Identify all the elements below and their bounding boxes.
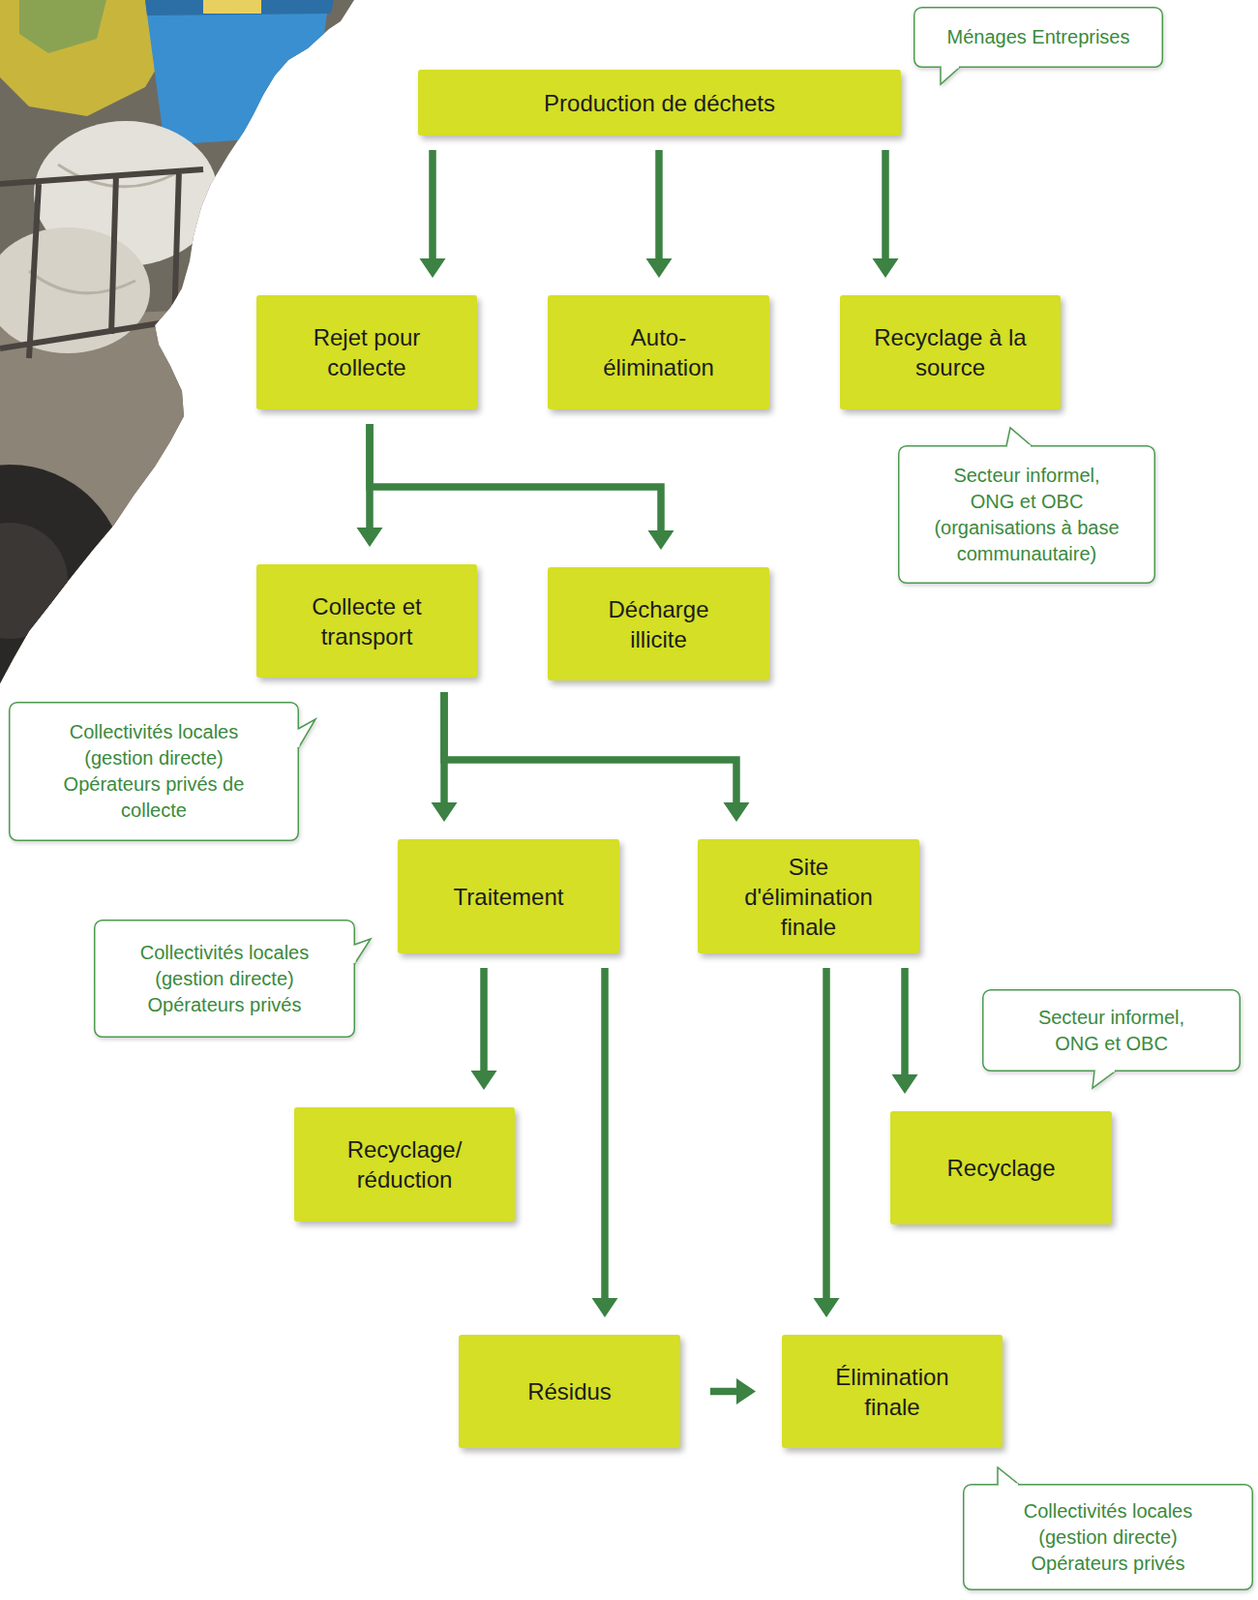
- process-box: Recyclage: [890, 1110, 1112, 1225]
- callout-tail: [1092, 1070, 1116, 1088]
- callout-tail: [354, 938, 371, 964]
- box-label: Décharge illicite: [586, 594, 732, 655]
- green-bag: [19, 0, 107, 54]
- callout-text: Collectivités locales (gestion directe): [996, 1497, 1220, 1551]
- process-box: Traitement: [397, 838, 620, 954]
- box-label: Élimination finale: [819, 1361, 965, 1422]
- box-label: Résidus: [527, 1376, 612, 1407]
- flow-arrow: [479, 967, 488, 1071]
- process-box: Résidus: [458, 1334, 681, 1448]
- flow-arrow: [900, 967, 909, 1075]
- callout-text: Ménages Entreprises: [947, 24, 1131, 51]
- callout-bubble: Collectivités locales (gestion directe)O…: [93, 919, 356, 1038]
- bin-item: [203, 0, 262, 14]
- callout-text: Collectivités locales (gestion directe): [32, 718, 275, 772]
- callout-tail-join: [1007, 444, 1031, 448]
- process-box: Auto-élimination: [547, 295, 770, 410]
- box-label: Recyclage/ réduction: [331, 1134, 478, 1195]
- process-box: Recyclage/ réduction: [294, 1107, 515, 1222]
- callout-text: Opérateurs privés: [1031, 1550, 1186, 1577]
- sack-fold: [29, 164, 175, 294]
- flow-arrow: [822, 967, 831, 1298]
- process-box: Collecte et transport: [256, 564, 478, 678]
- process-box: Décharge illicite: [547, 567, 770, 681]
- callout-border: [94, 920, 356, 1038]
- callout-tail: [940, 66, 960, 85]
- callout-bubble: Collectivités locales (gestion directe)O…: [8, 701, 300, 841]
- cart-tire: [0, 464, 126, 697]
- bin-rim: [145, 0, 334, 16]
- callout-outline: [982, 988, 1241, 1072]
- callout-tail-join: [297, 729, 300, 748]
- callout-border: [898, 446, 1156, 584]
- box-label: Site d'élimination finale: [728, 851, 889, 942]
- cart-frame: [0, 169, 204, 359]
- box-label: Recyclage à la source: [870, 322, 1031, 383]
- callout-border: [914, 7, 1164, 68]
- callout-text: Secteur informel, ONG et OBC: [1015, 1004, 1209, 1057]
- box-label: Collecte et transport: [294, 591, 440, 652]
- callout-tail-join: [941, 65, 959, 69]
- flow-arrow: [600, 967, 609, 1298]
- callout-tail-join: [998, 1482, 1019, 1486]
- callout-bubble: Ménages Entreprises: [913, 6, 1164, 68]
- callout-text: Opérateurs privés de collecte: [32, 771, 275, 824]
- process-box: Site d'élimination finale: [697, 838, 920, 954]
- process-box: Rejet pour collecte: [256, 295, 478, 410]
- process-box: Élimination finale: [781, 1334, 1003, 1448]
- flow-arrow: [428, 149, 437, 259]
- callout-tail-join: [353, 945, 357, 963]
- flow-arrow: [881, 149, 890, 259]
- flow-arrow: [369, 423, 661, 531]
- callout-bubble: Secteur informel, ONG et OBC: [982, 988, 1241, 1072]
- callout-text: Collectivités locales (gestion directe): [113, 939, 336, 992]
- callout-bubble: Collectivités locales (gestion directe)O…: [962, 1483, 1254, 1590]
- callout-border: [9, 702, 300, 841]
- flow-arrow: [655, 149, 663, 259]
- flow-arrow: [710, 1387, 737, 1396]
- callout-tail: [298, 718, 316, 749]
- flow-arrow: [444, 691, 737, 803]
- callout-border: [983, 989, 1241, 1072]
- box-label: Rejet pour collecte: [294, 322, 440, 383]
- callout-tail-join: [1095, 1069, 1115, 1073]
- callout-bubble: Secteur informel, ONG et OBC (organisati…: [898, 445, 1156, 584]
- box-label: Production de déchets: [543, 88, 776, 119]
- box-label: Recyclage: [946, 1152, 1055, 1183]
- process-box: Recyclage à la source: [839, 295, 1061, 410]
- callout-text: Secteur informel, ONG et OBC (organisati…: [929, 462, 1124, 568]
- callout-tail: [1006, 427, 1032, 447]
- callout-text: Opérateurs privés: [148, 991, 302, 1019]
- callout-tail: [997, 1467, 1019, 1485]
- callout-border: [963, 1484, 1254, 1590]
- blue-bin: [145, 0, 330, 146]
- box-label: Auto-élimination: [586, 322, 732, 383]
- process-box: Production de déchets: [418, 69, 901, 136]
- box-label: Traitement: [453, 881, 565, 912]
- tire-hub: [0, 522, 68, 639]
